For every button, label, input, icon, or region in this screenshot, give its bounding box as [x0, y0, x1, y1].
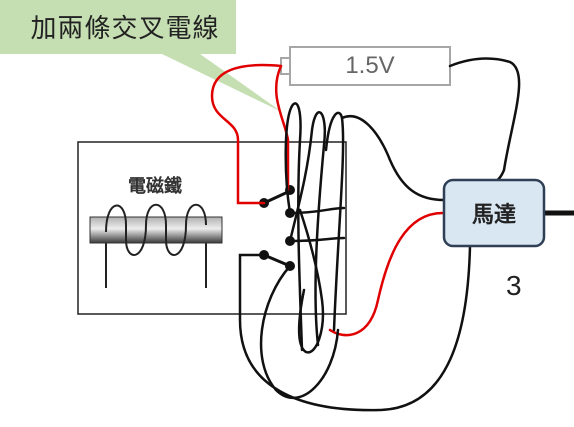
black-wire-loop — [324, 111, 345, 332]
black-wire-bottom — [259, 264, 340, 400]
red-wire-battery-to-switch — [274, 64, 290, 192]
red-wire-battery-to-coil — [210, 63, 283, 205]
black-wire-switch-loop — [238, 244, 472, 412]
battery-voltage-label: 1.5V — [345, 52, 395, 79]
callout-bubble — [0, 0, 282, 112]
iron-core — [89, 216, 223, 244]
figure-number: 3 — [506, 270, 522, 301]
black-wire-cross — [288, 236, 346, 243]
black-wire-loop — [297, 208, 325, 354]
motor-label: 馬達 — [471, 203, 516, 228]
callout-text: 加兩條交叉電線 — [30, 13, 220, 44]
electromagnet-coil — [89, 204, 223, 288]
red-wire-motor — [328, 211, 446, 337]
battery — [280, 46, 451, 86]
black-wire-to-motor — [340, 115, 446, 202]
motor-body — [442, 178, 546, 248]
black-wire-cross — [288, 206, 346, 215]
black-wire-loop — [284, 102, 304, 352]
black-wire-battery-to-motor — [448, 57, 521, 186]
red-wires — [210, 63, 446, 337]
electromagnet-label: 電磁鐵 — [128, 176, 182, 197]
